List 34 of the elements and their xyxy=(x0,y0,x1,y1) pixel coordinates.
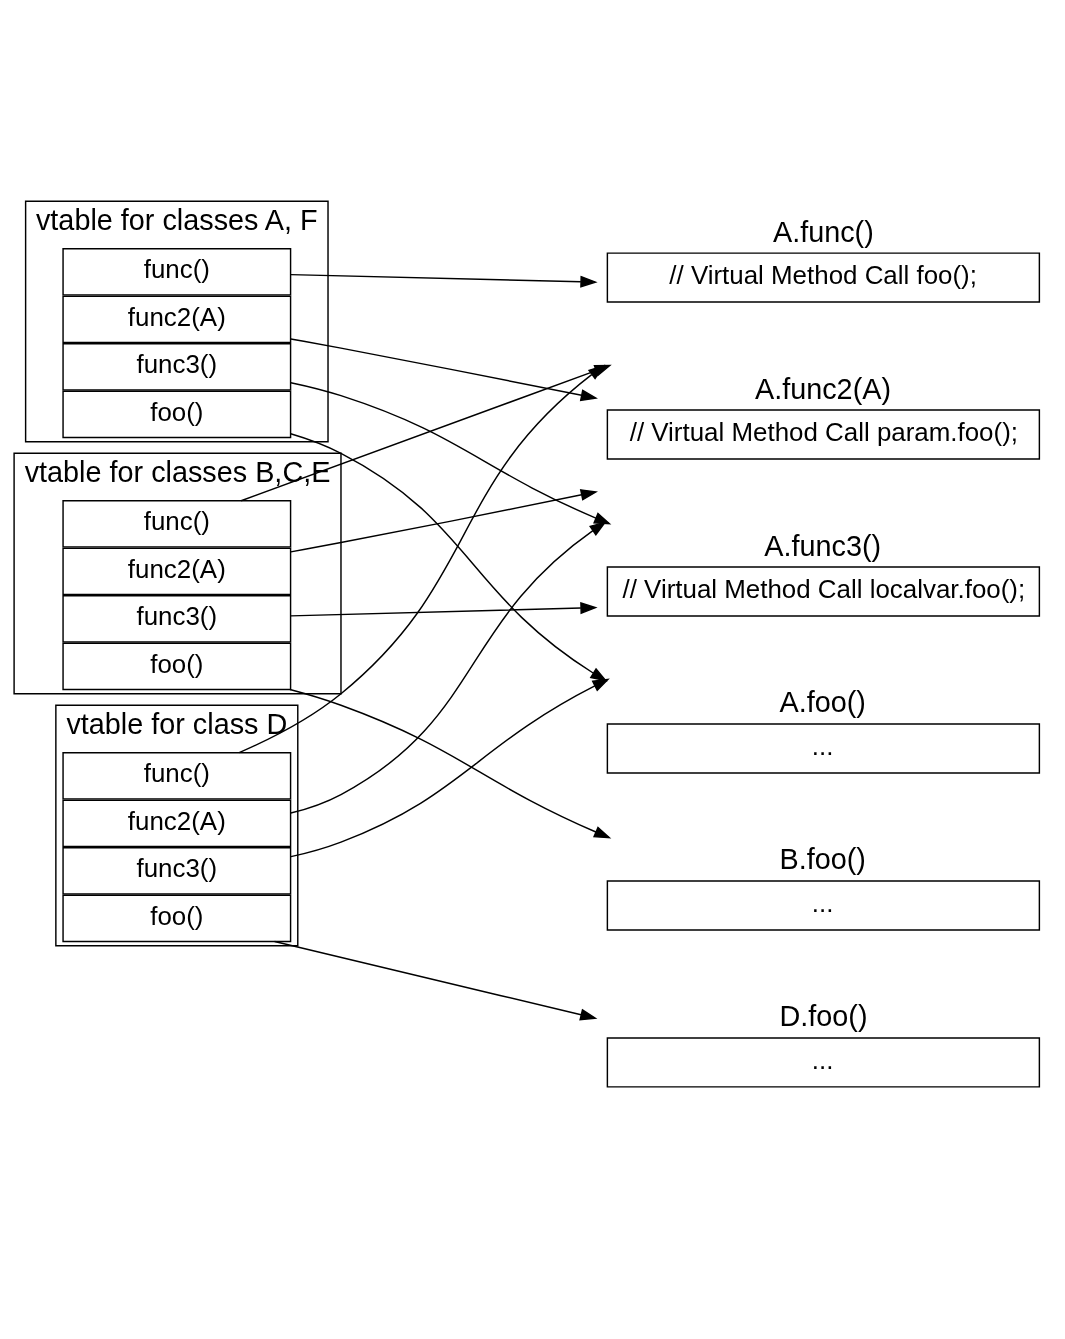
node-box: func2(A) xyxy=(62,799,292,847)
node-box: func3() xyxy=(62,846,292,895)
node-box: // Virtual Method Call foo(); xyxy=(606,251,1041,303)
arrow xyxy=(290,488,598,553)
node-label: A.func2(A) xyxy=(754,372,892,405)
node-box: ... xyxy=(606,722,1041,774)
node-box: func3() xyxy=(62,342,292,391)
node-box: func3() xyxy=(62,594,292,643)
node-box: func2(A) xyxy=(62,547,292,595)
node-box: ... xyxy=(606,879,1041,931)
node-box: func() xyxy=(62,247,292,296)
node-label: A.func() xyxy=(772,215,874,248)
arrow xyxy=(238,363,606,753)
node-box: foo() xyxy=(62,390,292,438)
node-label: A.foo() xyxy=(779,685,866,718)
node-box: func() xyxy=(62,751,292,800)
arrow xyxy=(290,601,598,617)
arrow xyxy=(289,432,608,682)
arrow xyxy=(290,520,607,814)
node-box: func2(A) xyxy=(62,295,292,343)
arrow xyxy=(290,337,598,401)
arrow xyxy=(290,273,598,288)
arrow xyxy=(289,688,612,839)
node-box: func() xyxy=(62,499,292,548)
node-label: D.foo() xyxy=(779,999,868,1032)
node-box: foo() xyxy=(62,894,292,942)
node-box: ... xyxy=(606,1036,1041,1088)
arrow xyxy=(290,677,610,857)
node-label: B.foo() xyxy=(779,842,866,875)
arrow xyxy=(273,940,598,1021)
node-box: // Virtual Method Call localvar.foo(); xyxy=(606,565,1041,617)
node-box: foo() xyxy=(62,642,292,690)
node-label: A.func3() xyxy=(764,529,882,562)
node-box: // Virtual Method Call param.foo(); xyxy=(606,408,1041,460)
